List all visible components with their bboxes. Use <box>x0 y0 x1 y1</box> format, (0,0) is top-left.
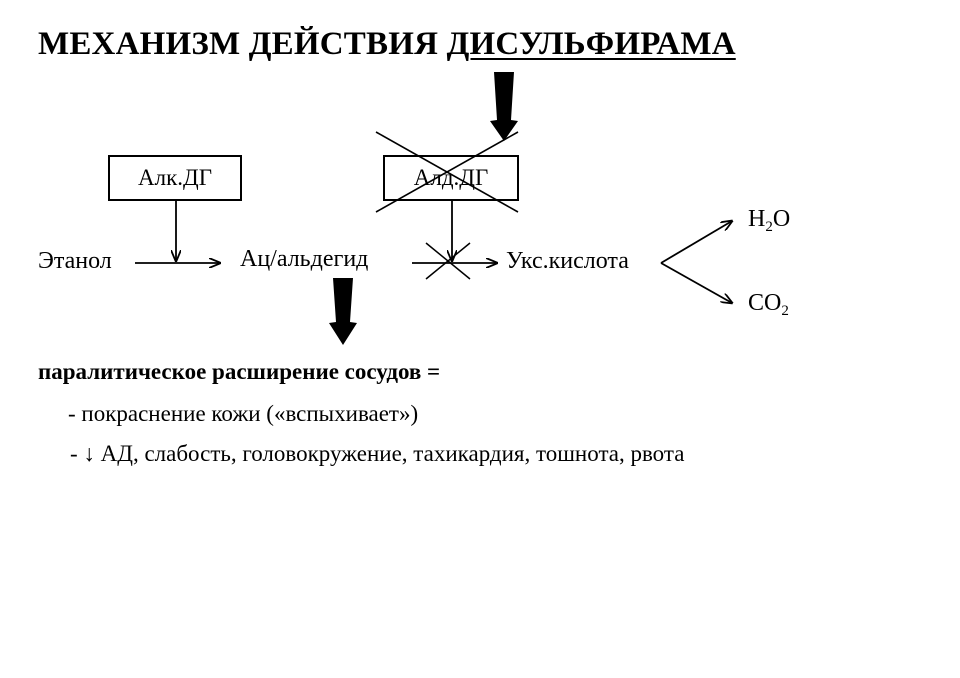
enzyme-alcohol-dehydrogenase: Алк.ДГ <box>108 155 242 201</box>
node-ethanol: Этанол <box>38 248 112 274</box>
effect-block-arrow <box>329 278 357 345</box>
title-text: МЕХАНИЗМ ДЕЙСТВИЯ <box>38 26 447 62</box>
arrow-to-water <box>660 221 732 264</box>
disulfiram-block-arrow <box>490 72 518 141</box>
effect-item: - покраснение кожи («вспыхивает») <box>68 401 419 426</box>
node-carbon-dioxide: CO2 <box>748 290 789 319</box>
effect-item: - ↓ АД, слабость, головокружение, тахика… <box>70 441 685 466</box>
arrow-to-co2 <box>660 262 732 303</box>
node-water: H2O <box>748 206 791 235</box>
node-acetic-acid: Укс.кислота <box>506 248 629 274</box>
node-acetaldehyde: Ац/альдегид <box>240 246 369 272</box>
effects-heading: паралитическое расширение сосудов = <box>38 359 441 384</box>
drug-name: ДИСУЛЬФИРАМА <box>446 26 736 62</box>
page-title: МЕХАНИЗМ ДЕЙСТВИЯ ДИСУЛЬФИРАМА <box>38 26 736 63</box>
block-cross-reaction <box>425 242 471 280</box>
